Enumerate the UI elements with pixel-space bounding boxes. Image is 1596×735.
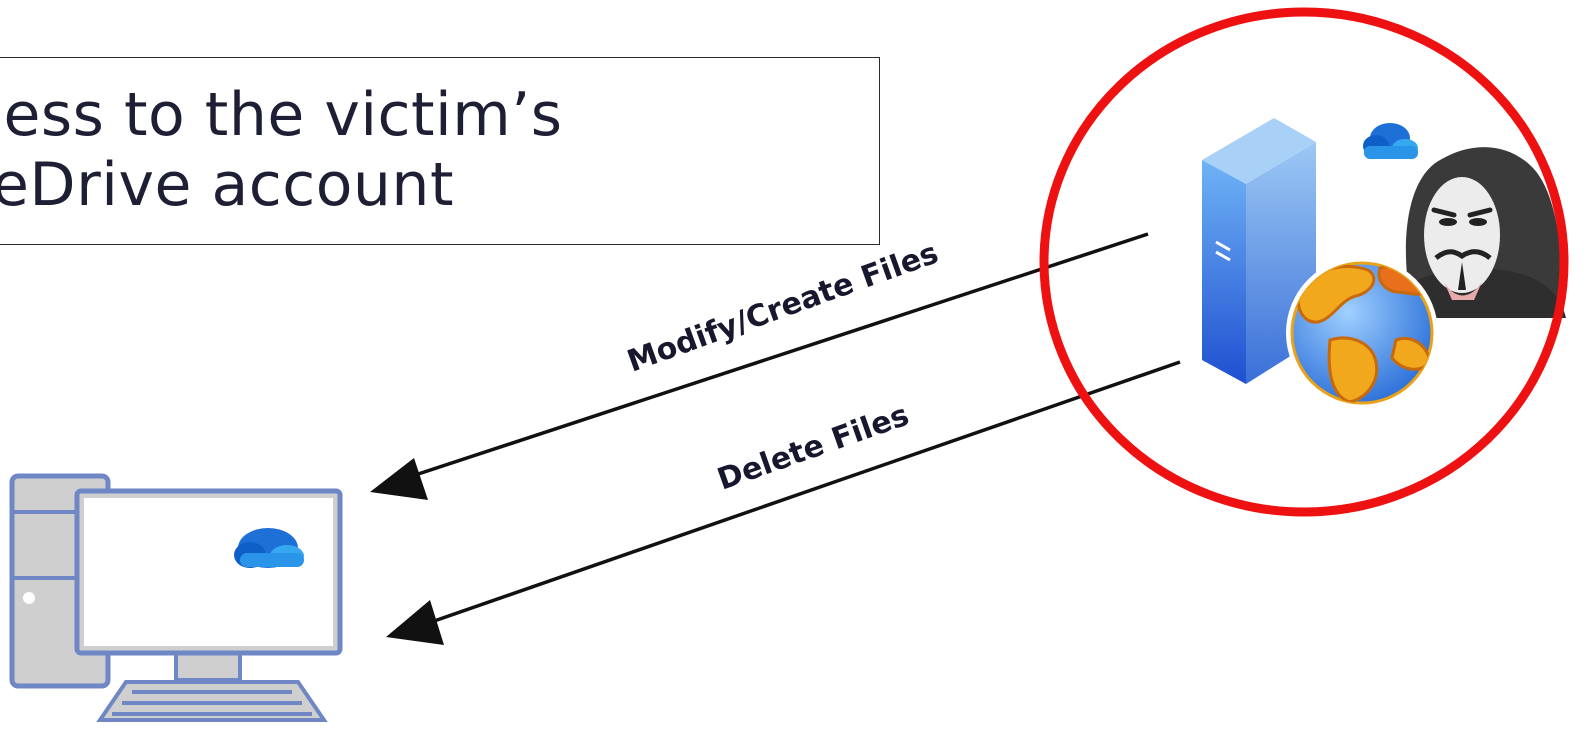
cloud-icon xyxy=(1363,123,1418,159)
title-line-2: eDrive account xyxy=(0,150,454,220)
arrow-label-delete: Delete Files xyxy=(713,398,913,498)
globe-icon xyxy=(1286,257,1438,409)
title-box xyxy=(0,57,880,245)
onedrive-cloud-icon xyxy=(234,528,304,568)
arrow-delete xyxy=(386,360,1181,645)
victim-computer-icon xyxy=(9,473,343,722)
highlight-circle xyxy=(1039,7,1569,517)
arrow-modify-create xyxy=(370,232,1149,500)
arrow-label-modify-create: Modify/Create Files xyxy=(623,236,943,380)
title-line-1: cess to the victim’s xyxy=(0,80,563,150)
